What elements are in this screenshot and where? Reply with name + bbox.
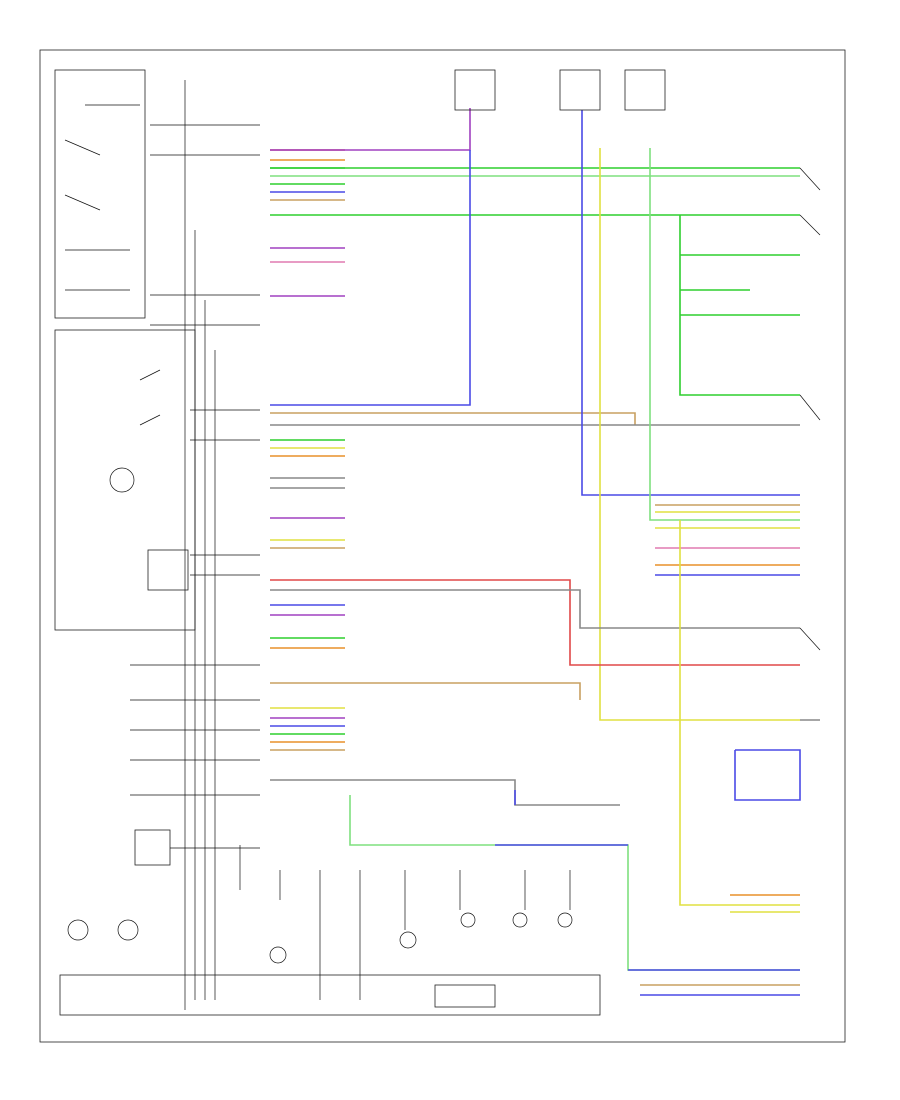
wire-lightgreen-bottom (349, 795, 800, 971)
gauge-block (147, 549, 189, 591)
lamp-symbol-3 (460, 912, 476, 928)
wire-blue-vertical (270, 150, 471, 406)
lamp-symbol-2 (399, 931, 417, 949)
lamp-symbol-4 (512, 912, 528, 928)
top-fuse-block-1 (454, 69, 496, 111)
wire-blue-loop (734, 749, 801, 801)
wire-lightgreen-right (649, 148, 800, 521)
lamp-symbol-1 (269, 946, 287, 964)
left-bus-lines (184, 80, 241, 1010)
wire-gray-bottom (270, 779, 620, 806)
bottom-module-box (434, 984, 496, 1008)
top-fuse-block-2 (559, 69, 601, 111)
left-component-column (54, 69, 601, 1016)
diagram-frame (39, 49, 846, 1043)
wire-tan-lower (270, 682, 581, 700)
top-components (454, 69, 666, 111)
wire-yellow-long (599, 148, 800, 721)
lamp-symbol-5 (557, 912, 573, 928)
connector-pin-stubs (270, 149, 345, 751)
right-side-switches (799, 167, 821, 721)
wire-tan-mid (270, 412, 636, 425)
wire-violet-top (270, 108, 471, 151)
wire-blue-right (581, 110, 800, 496)
left-horizontal-feeds (130, 124, 260, 849)
top-fuse-block-3 (624, 69, 666, 111)
bottom-instrument-symbols (269, 870, 573, 1008)
long-wires (270, 108, 801, 996)
left-upper-block (54, 69, 146, 319)
left-mid-block (54, 329, 196, 631)
lamp-circle-2 (117, 919, 139, 941)
wire-green-right-vert (679, 215, 800, 396)
wire-gray-lower (270, 589, 800, 629)
lower-left-module (134, 829, 171, 866)
lamp-circle-1 (67, 919, 89, 941)
gauge-circle-1 (109, 467, 135, 493)
wire-red-long (270, 579, 800, 666)
lower-bus-frame (59, 974, 601, 1016)
